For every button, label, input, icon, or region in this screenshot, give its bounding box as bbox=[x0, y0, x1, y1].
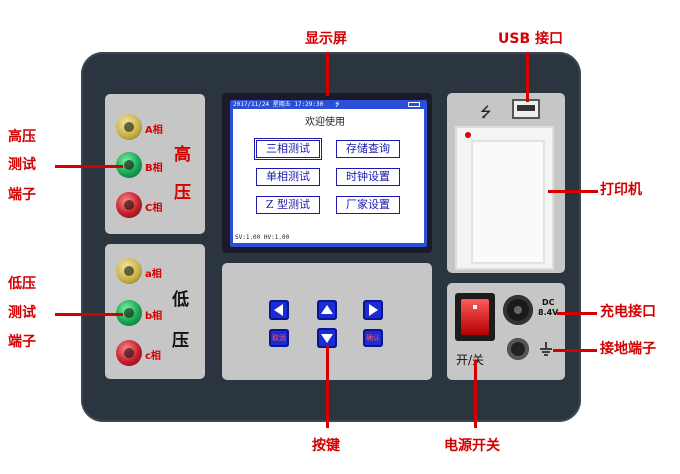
arrow-right-icon bbox=[369, 304, 378, 316]
menu-storage-query[interactable]: 存储查询 bbox=[336, 140, 400, 158]
hv-terminal-c-label: C相 bbox=[145, 203, 163, 214]
label-display: 显示屏 bbox=[305, 31, 347, 47]
display-welcome: 欢迎使用 bbox=[305, 117, 345, 128]
battery-icon bbox=[408, 102, 420, 107]
label-lv-3: 端子 bbox=[8, 334, 36, 350]
callout-display-line bbox=[326, 52, 329, 96]
hv-terminal-a[interactable] bbox=[116, 114, 142, 140]
label-lv-1: 低压 bbox=[8, 276, 36, 292]
ground-symbol-icon bbox=[540, 342, 552, 356]
hv-terminal-a-label: A相 bbox=[145, 125, 163, 136]
lv-char-1: 低 bbox=[172, 290, 189, 310]
usb-port[interactable] bbox=[512, 99, 540, 119]
label-printer: 打印机 bbox=[600, 182, 642, 198]
key-up[interactable] bbox=[317, 300, 337, 320]
lv-terminal-c[interactable] bbox=[116, 340, 142, 366]
arrow-up-icon bbox=[321, 305, 333, 314]
label-charge: 充电接口 bbox=[600, 304, 656, 320]
hv-terminal-c[interactable] bbox=[116, 192, 142, 218]
menu-single-phase-test[interactable]: 单相测试 bbox=[256, 168, 320, 186]
label-ground: 接地端子 bbox=[600, 341, 656, 357]
printer-slot bbox=[455, 126, 554, 270]
label-lv-2: 测试 bbox=[8, 305, 36, 321]
arrow-down-icon bbox=[321, 334, 333, 343]
dc-label-1: DC bbox=[542, 298, 555, 307]
callout-lv-line bbox=[55, 313, 123, 316]
callout-hv-line bbox=[55, 165, 123, 168]
menu-factory-settings[interactable]: 厂家设置 bbox=[336, 196, 400, 214]
key-left[interactable] bbox=[269, 300, 289, 320]
key-down[interactable] bbox=[317, 328, 337, 348]
display-version: SV:1.00 HV:1.00 bbox=[235, 234, 290, 241]
lv-char-2: 压 bbox=[172, 331, 189, 351]
label-keys: 按键 bbox=[312, 438, 340, 454]
display-datetime: 2017/11/24 星期五 17:29:30 bbox=[233, 101, 324, 108]
hv-char-1: 高 bbox=[174, 145, 191, 165]
power-switch-rocker bbox=[461, 299, 489, 335]
menu-z-type-test[interactable]: Z 型测试 bbox=[256, 196, 320, 214]
menu-clock-settings[interactable]: 时钟设置 bbox=[336, 168, 400, 186]
lv-terminal-a[interactable] bbox=[116, 258, 142, 284]
callout-keys-line bbox=[326, 346, 329, 428]
dc-label-2: 8.4V bbox=[538, 308, 559, 317]
power-switch[interactable] bbox=[455, 293, 495, 341]
callout-usb-line bbox=[526, 52, 529, 102]
usb-symbol-icon: ⭍ bbox=[480, 105, 492, 121]
key-cancel[interactable]: 取消 bbox=[269, 329, 289, 347]
callout-power-line bbox=[474, 360, 477, 428]
printer-hole bbox=[465, 132, 471, 138]
usb-status-icon: ⭍ bbox=[334, 101, 340, 108]
hv-char-2: 压 bbox=[174, 183, 191, 203]
power-switch-mark bbox=[473, 305, 477, 309]
hv-terminal-b-label: B相 bbox=[145, 163, 163, 174]
label-hv-3: 端子 bbox=[8, 187, 36, 203]
usb-port-slot bbox=[517, 105, 535, 111]
arrow-left-icon bbox=[274, 304, 283, 316]
callout-printer-line bbox=[548, 190, 598, 193]
lv-terminal-a-label: a相 bbox=[145, 269, 162, 280]
power-switch-label: 开/关 bbox=[456, 353, 485, 367]
dc-charge-port[interactable] bbox=[503, 295, 533, 325]
dc-charge-pin bbox=[514, 306, 522, 314]
printer-lid bbox=[471, 140, 545, 264]
menu-three-phase-test[interactable]: 三相测试 bbox=[254, 138, 322, 160]
display-status-bar: 2017/11/24 星期五 17:29:30 ⭍ bbox=[233, 101, 424, 109]
label-hv-1: 高压 bbox=[8, 129, 36, 145]
callout-charge-line bbox=[557, 312, 597, 315]
label-hv-2: 测试 bbox=[8, 157, 36, 173]
label-usb: USB 接口 bbox=[498, 31, 563, 47]
key-confirm[interactable]: 确认 bbox=[363, 329, 383, 347]
lv-terminal-b-label: b相 bbox=[145, 311, 163, 322]
key-right[interactable] bbox=[363, 300, 383, 320]
label-power: 电源开关 bbox=[444, 438, 500, 454]
callout-ground-line bbox=[553, 349, 597, 352]
lv-terminal-c-label: c相 bbox=[145, 351, 161, 362]
ground-terminal[interactable] bbox=[507, 338, 529, 360]
